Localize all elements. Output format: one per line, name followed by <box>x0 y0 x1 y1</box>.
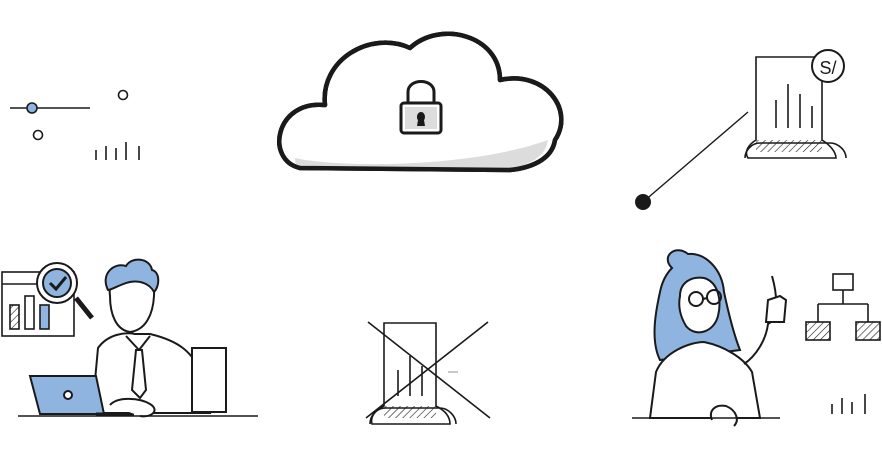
padlock-icon <box>399 80 443 135</box>
slider-control-icon <box>10 89 140 160</box>
magnifier-check-icon <box>36 262 94 320</box>
connector-line <box>635 111 749 210</box>
receipt-soles-icon: S/ <box>744 49 847 159</box>
crossed-out-receipt-icon <box>365 321 491 425</box>
tick-marks-decoration <box>831 394 866 414</box>
woman-pointing <box>632 249 788 427</box>
man-at-laptop <box>18 258 258 418</box>
currency-symbol: S/ <box>819 58 836 78</box>
org-chart-icon <box>805 273 881 341</box>
